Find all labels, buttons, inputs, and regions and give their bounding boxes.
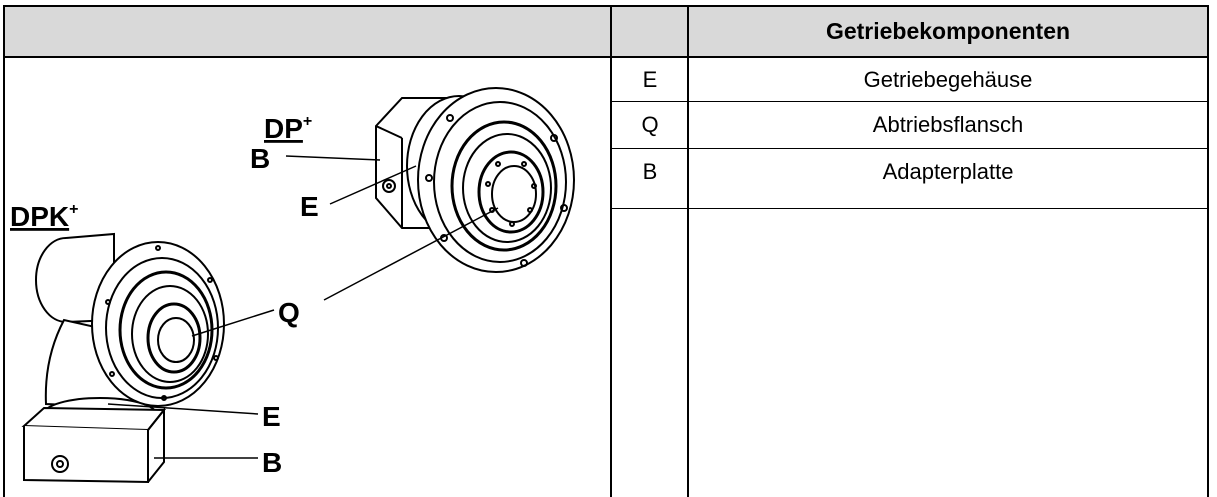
callout-e-dp: E	[300, 191, 319, 222]
model-dpk-label: DPK+	[10, 201, 78, 232]
components-header: Getriebekomponenten	[825, 17, 1071, 44]
model-dp-label: DP+	[264, 113, 312, 144]
row-code-e: E	[642, 66, 658, 92]
callout-e-dpk: E	[262, 401, 281, 432]
callout-b-dp: B	[250, 143, 270, 174]
row-divider-2	[611, 148, 1209, 149]
table-header-row	[4, 6, 1208, 56]
row-code-b: B	[642, 159, 658, 184]
table-divider-code	[687, 5, 689, 497]
callout-leader-lines	[107, 155, 499, 459]
callout-b-dpk: B	[262, 447, 282, 478]
table-border-right	[1207, 5, 1209, 497]
table-header-divider	[4, 56, 1209, 58]
row-divider-1	[611, 101, 1209, 102]
table-border-left	[3, 5, 5, 497]
dp-gearbox-illustration	[375, 87, 575, 273]
table-border-top	[4, 5, 1209, 7]
row-code-q: Q	[641, 112, 659, 137]
callout-q: Q	[278, 297, 300, 328]
row-component-output-flange: Abtriebsflansch	[872, 112, 1024, 137]
dpk-gearbox-illustration	[21, 232, 225, 484]
row-component-adapter-plate: Adapterplatte	[882, 159, 1014, 184]
row-component-housing: Getriebegehäuse	[863, 66, 1033, 92]
row-divider-3	[611, 208, 1209, 209]
table-divider-figure	[610, 5, 612, 497]
gearbox-drawing: DP+ DPK+ B E Q E B	[10, 87, 575, 484]
